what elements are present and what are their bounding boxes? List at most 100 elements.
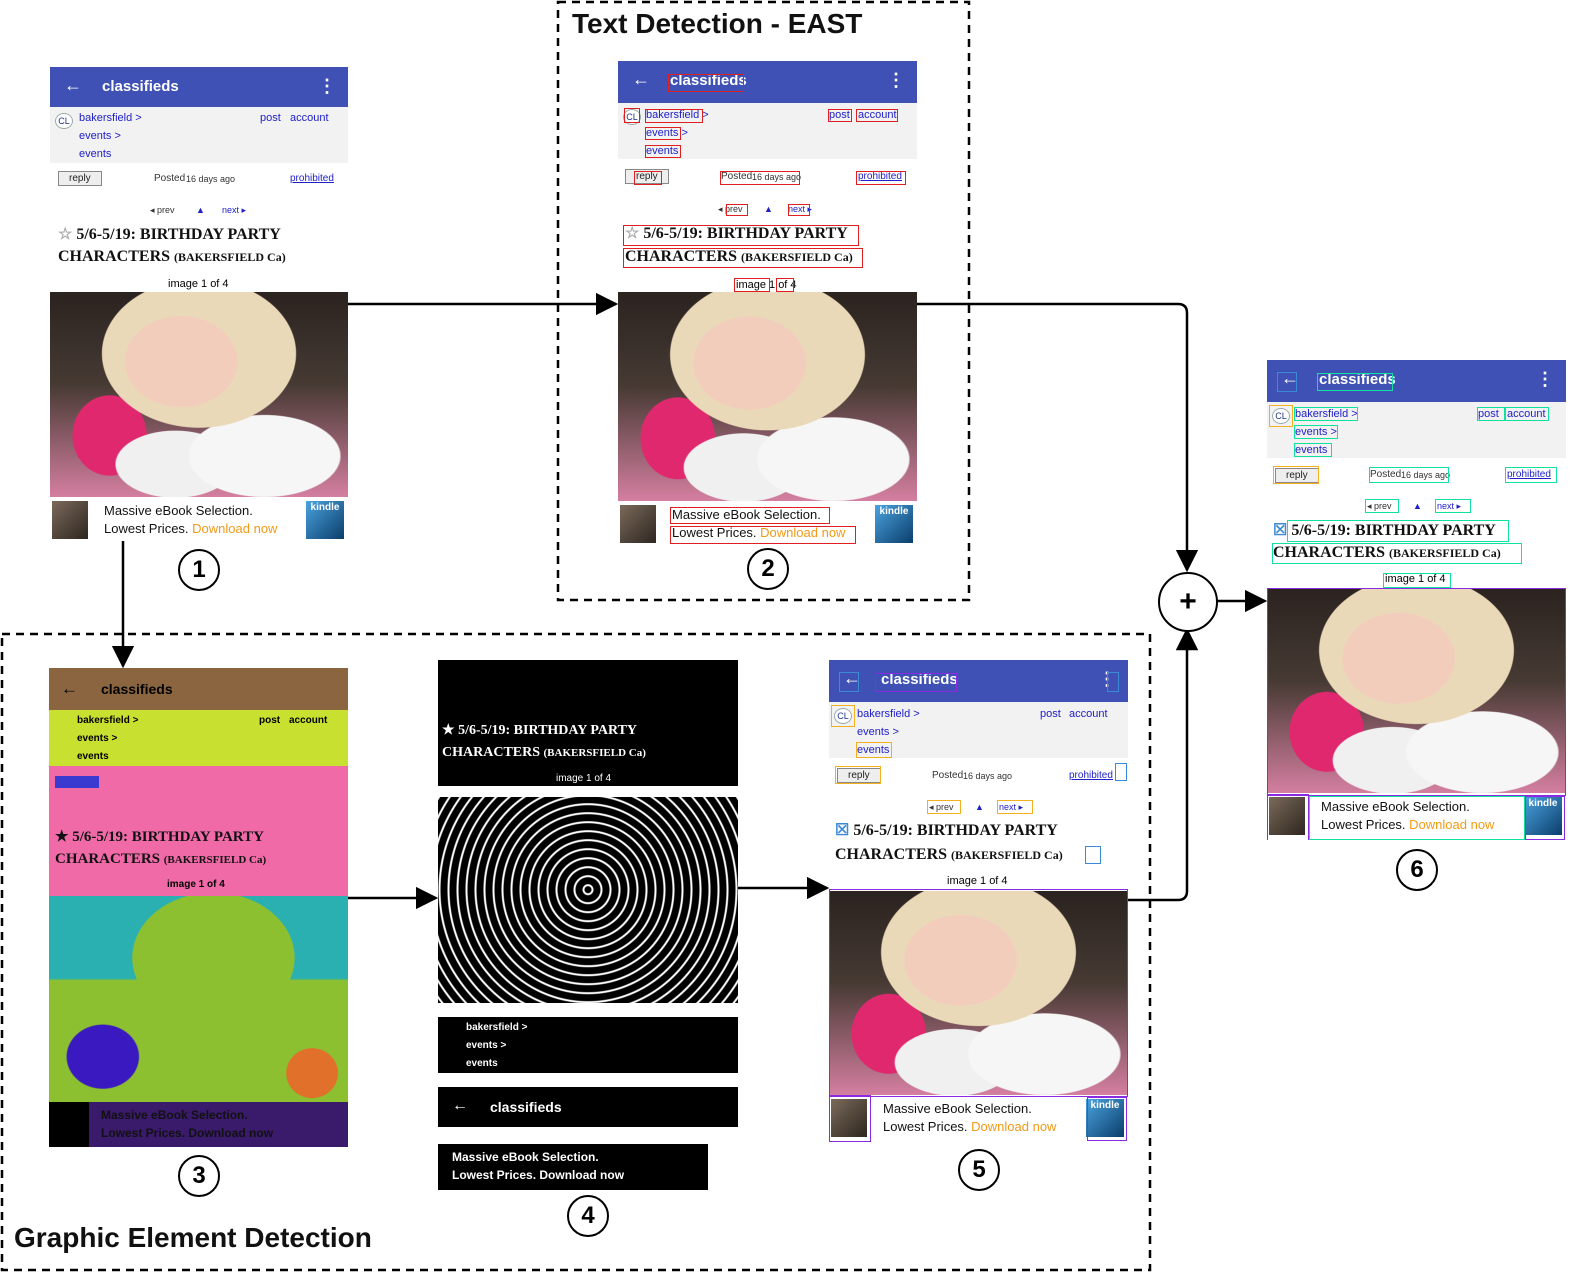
post-link: post: [260, 112, 281, 124]
merged-image-box: [1267, 588, 1566, 796]
prohibited-link: prohibited: [1507, 469, 1551, 480]
text-box: [788, 204, 810, 216]
seg-reply-button: [55, 776, 99, 788]
listing-title-line-2: CHARACTERS (BAKERSFIELD Ca): [835, 846, 1063, 863]
merged-box: [1383, 573, 1451, 588]
element-box: [875, 673, 957, 692]
breadcrumb-item: bakersfield >: [466, 1022, 528, 1033]
cl-logo: CL: [1272, 408, 1290, 424]
posted-age: 16 days ago: [1401, 470, 1451, 480]
bin-breadcrumb-slice: bakersfield > events > events: [438, 1017, 738, 1073]
account-link: account: [289, 715, 328, 726]
ad-book-cover: [52, 501, 88, 539]
ad-line-2: Lowest Prices. Download now: [452, 1168, 625, 1182]
bin-appbar-slice: ← classifieds: [438, 1087, 738, 1127]
kindle-logo: kindle: [306, 501, 344, 539]
text-box: [734, 278, 770, 292]
breadcrumb-item: events >: [1295, 426, 1337, 438]
listing-title-line-2: CHARACTERS (BAKERSFIELD Ca): [55, 851, 267, 867]
element-box: [997, 800, 1033, 814]
ad-line-1: Massive eBook Selection.: [883, 1101, 1032, 1116]
panel-segmentation: ← classifieds bakersfield > events > eve…: [49, 668, 348, 1147]
posted-age: 16 days ago: [963, 771, 1013, 781]
listing-title-line-1: ☒ 5/6-5/19: BIRTHDAY PARTY: [1273, 522, 1496, 539]
image-counter: image 1 of 4: [167, 879, 225, 890]
ad-line-2: Lowest Prices. Download now: [1321, 817, 1495, 832]
element-box: [835, 766, 881, 784]
ad-line-1: Massive eBook Selection.: [104, 503, 253, 518]
listing-title-line-1: ☒ 5/6-5/19: BIRTHDAY PARTY: [835, 822, 1058, 839]
ad-line-1: Massive eBook Selection.: [452, 1150, 599, 1164]
breadcrumb-item: events >: [77, 733, 118, 744]
step-number-6: 6: [1396, 849, 1438, 891]
merge-node: +: [1158, 572, 1218, 632]
breadcrumb-item: events: [1295, 444, 1328, 456]
ad-line-1: Massive eBook Selection.: [101, 1108, 248, 1122]
element-box: [839, 672, 859, 692]
text-box: [828, 109, 852, 122]
ad-book-cover: [620, 505, 656, 543]
posted-label: Posted: [1370, 469, 1402, 480]
breadcrumb-item: bakersfield >: [77, 715, 139, 726]
overflow-menu-icon: ⋮: [887, 70, 905, 90]
merged-box: [1365, 499, 1399, 513]
seg-ad-region: Massive eBook Selection. Lowest Prices. …: [49, 1102, 348, 1147]
listing-title-line-2: CHARACTERS (BAKERSFIELD Ca): [1273, 544, 1501, 561]
account-link: account: [1069, 708, 1108, 720]
up-arrow-icon: ▲: [1413, 501, 1422, 511]
step-number-5: 5: [958, 1149, 1000, 1191]
kindle-logo: kindle: [1524, 797, 1562, 835]
back-arrow-icon: ←: [632, 69, 650, 89]
ad-banner: Massive eBook Selection. Lowest Prices. …: [50, 497, 348, 541]
merged-box: [1294, 425, 1338, 439]
panel-east-text-detection: ← classifieds ⋮ CL bakersfield > events …: [618, 61, 917, 547]
panel-original-screenshot: ← classifieds ⋮ CL bakersfield > events …: [50, 67, 348, 541]
merged-box: [1277, 372, 1297, 392]
app-title: classifieds: [102, 78, 179, 95]
back-arrow-icon: ←: [61, 679, 78, 698]
breadcrumb: CL bakersfield > events > events post ac…: [1267, 402, 1566, 458]
post-link: post: [259, 715, 281, 726]
element-box: [1085, 846, 1101, 864]
breadcrumb-item: events >: [857, 726, 899, 738]
image-element-box: [1087, 1097, 1127, 1141]
app-bar: ← classifieds ⋮: [618, 61, 917, 103]
cl-logo: CL: [55, 113, 73, 129]
breadcrumb-item: bakersfield >: [857, 708, 920, 720]
ad-line-2: Lowest Prices. Download now: [104, 521, 278, 536]
merged-box: [1294, 443, 1332, 457]
merged-box: [1287, 520, 1509, 542]
ad-banner: Massive eBook Selection. Lowest Prices. …: [1267, 793, 1566, 840]
ad-book-cover: [1269, 797, 1305, 835]
arrow-5-to-plus: [1128, 627, 1199, 902]
text-box: [645, 127, 681, 140]
overflow-menu-icon: ⋮: [318, 76, 336, 96]
breadcrumb-item: bakersfield >: [79, 112, 142, 124]
reply-button: reply: [58, 171, 102, 186]
app-title: classifieds: [101, 681, 173, 697]
merged-box: [1477, 407, 1505, 421]
merged-box: [1273, 466, 1319, 484]
ad-line-2: Lowest Prices. Download now: [883, 1119, 1057, 1134]
ad-line-1: Massive eBook Selection.: [1321, 799, 1470, 814]
image-counter: image 1 of 4: [556, 773, 612, 784]
merged-box: [1309, 796, 1525, 840]
image-counter: image 1 of 4: [168, 278, 229, 290]
app-bar: ← classifieds ⋮: [829, 660, 1128, 702]
merged-box: [1269, 405, 1293, 427]
app-bar: ← classifieds ⋮: [50, 67, 348, 107]
up-arrow-icon: ▲: [975, 802, 984, 812]
text-box: [856, 109, 898, 122]
app-title: classifieds: [1319, 371, 1396, 388]
listing-title-line-2: CHARACTERS (BAKERSFIELD Ca): [58, 248, 286, 265]
graphic-detection-label: Graphic Element Detection: [12, 1222, 374, 1254]
app-bar: ← classifieds ⋮: [1267, 360, 1566, 402]
ad-banner: Massive eBook Selection. Lowest Prices. …: [829, 1095, 1128, 1142]
text-box: [726, 204, 748, 216]
element-box: [831, 705, 855, 727]
text-box: [624, 108, 640, 123]
reply-button: reply: [1275, 468, 1319, 483]
posted-label: Posted: [932, 770, 964, 781]
overflow-menu-icon: ⋮: [1536, 369, 1554, 389]
listing-photo: [50, 292, 348, 497]
